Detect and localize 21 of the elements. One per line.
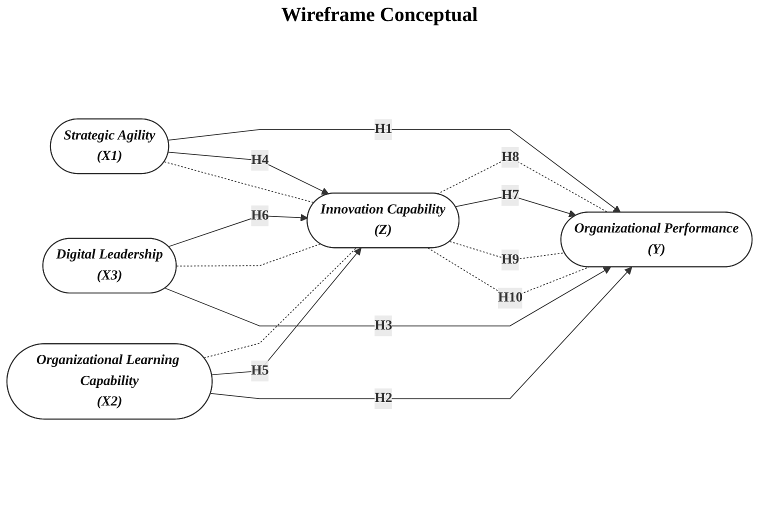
arrow [168, 129, 621, 213]
connector [176, 244, 321, 266]
connector [164, 161, 315, 204]
edge-label: H2 [374, 390, 392, 406]
edge-label: H9 [501, 252, 520, 267]
arrow [164, 266, 611, 326]
arrow [211, 248, 362, 376]
arrow [210, 266, 632, 400]
connector [204, 248, 356, 358]
edge-label: H1 [374, 122, 392, 136]
arrow [168, 152, 330, 195]
edge-label: H6 [251, 208, 269, 223]
edge-label: H10 [498, 290, 523, 306]
edge-label: H7 [501, 188, 520, 202]
connector [449, 241, 566, 260]
edge-label: H8 [501, 149, 520, 164]
arrow [455, 194, 576, 218]
edge-label: H3 [374, 318, 392, 333]
edge-label: H5 [251, 363, 269, 378]
arrow [168, 214, 308, 248]
diagram-title: Wireframe Conceptual [280, 4, 479, 27]
